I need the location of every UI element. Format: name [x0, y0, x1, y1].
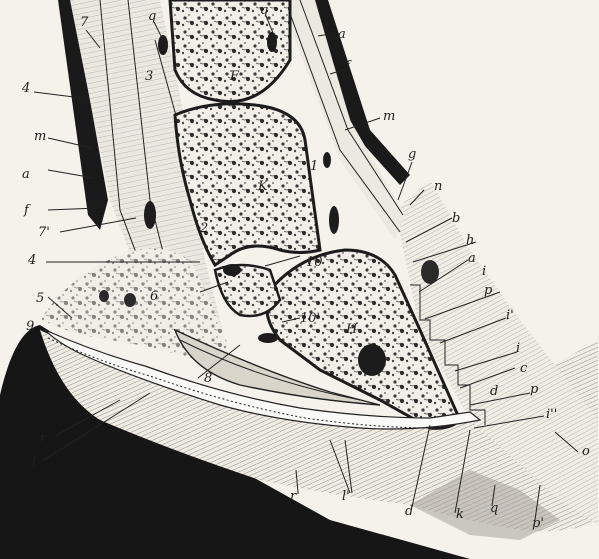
figure-label: o [582, 444, 590, 459]
figure-label: 5 [36, 291, 44, 306]
figure-label: 7 [80, 15, 89, 30]
figure-label: g [408, 147, 416, 162]
figure-label: r [40, 431, 47, 446]
figure-label: d [490, 384, 498, 399]
figure-label: i' [506, 308, 514, 323]
figure-label: a [468, 251, 476, 266]
bone-foramen [358, 344, 386, 376]
figure-label: 10 [306, 255, 323, 270]
figure-label: 7' [38, 225, 50, 240]
figure-label: a [338, 27, 346, 42]
sheath-marker-top-left [158, 35, 168, 55]
figure-label: m [383, 109, 395, 124]
cushion-dot-b [99, 290, 109, 302]
figure-label: m [34, 129, 46, 144]
figure-label: 4 [21, 81, 30, 96]
figure-label: a [22, 167, 30, 182]
figure-label: q [148, 9, 156, 24]
figure-label: i'' [546, 407, 557, 422]
sheath-marker-center [223, 264, 241, 276]
figure-label: 10' [300, 311, 320, 326]
figure-label: F [229, 69, 240, 84]
figure-label: b [452, 211, 460, 226]
figure-label: k [456, 507, 464, 522]
figure-label: r' [290, 489, 300, 504]
sheath-marker-front [329, 206, 339, 234]
figure-label: 2 [199, 221, 208, 236]
figure-label: 1 [310, 159, 318, 174]
figure-label: p [484, 283, 493, 298]
figure-label: i [516, 341, 520, 356]
figure-label: 3 [145, 69, 153, 84]
figure-label: i [482, 264, 486, 279]
figure-label: 6 [150, 289, 158, 304]
figure-label: H [345, 322, 358, 337]
figure-label: K [257, 179, 269, 194]
figure-label: d [405, 504, 413, 519]
sheath-marker-left [144, 201, 156, 229]
figure-label: n [434, 179, 442, 194]
figure-label: p' [532, 516, 544, 531]
figure-label: c [520, 361, 528, 376]
figure-label: 8 [204, 371, 212, 386]
cushion-dot-a [124, 293, 136, 307]
figure-label: q [490, 501, 498, 516]
figure-label: p [530, 382, 539, 397]
figure-label: f [23, 203, 31, 218]
vessel-marker [323, 152, 331, 168]
figure-label: 4 [27, 253, 36, 268]
sheath-marker-low [258, 333, 278, 343]
figure-label: h [466, 233, 474, 248]
sheath-marker-top-right [267, 32, 277, 52]
figure-label: 9 [26, 319, 34, 334]
figure-label: q [260, 3, 268, 18]
figure-label: l [32, 455, 36, 470]
figure-label: l' [342, 489, 350, 504]
